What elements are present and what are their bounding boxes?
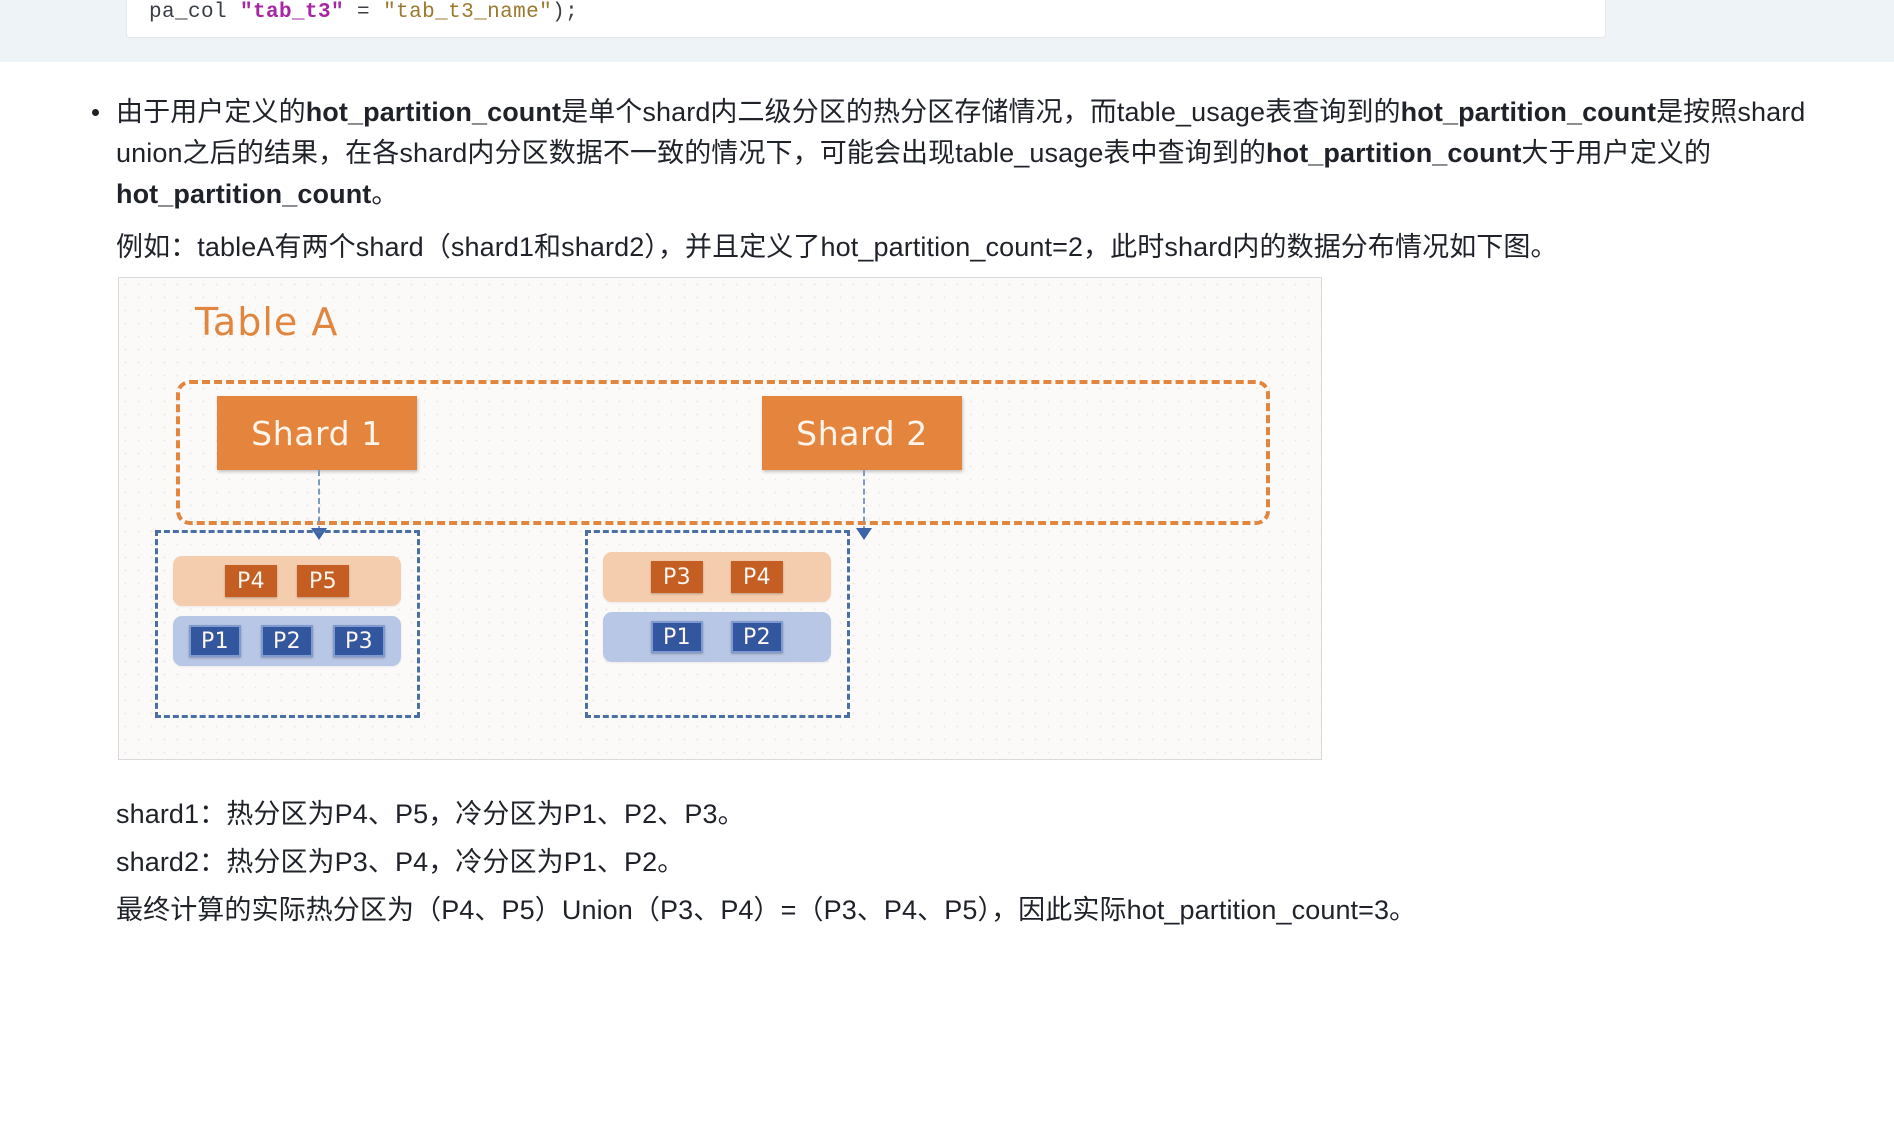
shard-2-hot-chips: P3 P4: [603, 561, 831, 593]
article-body: 由于用户定义的hot_partition_count是单个shard内二级分区的…: [0, 62, 1894, 1122]
paragraph-run: 。: [371, 179, 399, 209]
code-line: pa_col "tab_t3" = "tab_t3_name");: [149, 1, 578, 24]
partition-chip-p3: P3: [333, 625, 385, 657]
paragraph-run: 是单个shard内二级分区的热分区存储情况，而table_usage表查询到的: [561, 97, 1401, 127]
shard-2-hot-partition-band: P3 P4: [603, 552, 831, 602]
inline-code-term: hot_partition_count: [1400, 97, 1657, 127]
paragraph-run: 是按照shard union之后的结果，在各shard内分区数据不一致的情况下，…: [116, 97, 1806, 168]
example-paragraph-text: 例如：tableA有两个shard（shard1和shard2），并且定义了ho…: [116, 232, 1558, 262]
bullet-paragraph-block: 由于用户定义的hot_partition_count是单个shard内二级分区的…: [92, 92, 1872, 268]
bullet-dot-icon: [92, 109, 99, 116]
partition-chip-p5: P5: [297, 565, 349, 597]
code-block: pa_col "tab_t3" = "tab_t3_name");: [126, 0, 1606, 38]
shard-2-cold-partition-band: P1 P2: [603, 612, 831, 662]
inline-code-term: hot_partition_count: [116, 179, 372, 209]
partition-chip-p4: P4: [731, 561, 783, 593]
connector-line: [863, 470, 865, 532]
shard-2-box: Shard 2: [762, 396, 962, 470]
footer-line-shard1: shard1：热分区为P4、P5，冷分区为P1、P2、P3。: [116, 799, 745, 829]
partition-chip-p2: P2: [731, 621, 783, 653]
code-token-operator: =: [344, 1, 384, 24]
shard-2-partition-frame: [585, 530, 850, 718]
code-token-suffix: );: [552, 1, 579, 24]
shard-1-box: Shard 1: [217, 396, 417, 470]
footer-explanation: shard1：热分区为P4、P5，冷分区为P1、P2、P3。 shard2：热分…: [116, 790, 1856, 934]
shard-1-hot-chips: P4 P5: [173, 565, 401, 597]
footer-line-shard2: shard2：热分区为P3、P4，冷分区为P1、P2。: [116, 847, 685, 877]
partition-chip-p4: P4: [225, 565, 277, 597]
partition-chip-p2: P2: [261, 625, 313, 657]
shard-1-cold-chips: P1 P2 P3: [173, 625, 401, 657]
shard-2-label: Shard 2: [796, 413, 928, 453]
shard-1-partition-frame: [155, 530, 420, 718]
paragraph-run: 由于用户定义的: [116, 97, 306, 127]
connector-line: [318, 470, 320, 532]
code-token-string: "tab_t3_name": [383, 1, 553, 24]
partition-chip-p1: P1: [189, 625, 241, 657]
shard-2-cold-chips: P1 P2: [603, 621, 831, 653]
shard-1-cold-partition-band: P1 P2 P3: [173, 616, 401, 666]
code-token-keyword: "tab_t3": [240, 1, 345, 24]
paragraph-run: 大于用户定义的: [1521, 138, 1712, 168]
shard-1-label: Shard 1: [251, 413, 383, 453]
table-a-dashed-container: [176, 380, 1270, 525]
footer-line-result: 最终计算的实际热分区为（P4、P5）Union（P3、P4）=（P3、P4、P5…: [116, 895, 1417, 925]
code-block-region: pa_col "tab_t3" = "tab_t3_name");: [0, 0, 1894, 62]
inline-code-term: hot_partition_count: [305, 97, 562, 127]
code-token-prefix: pa_col: [149, 1, 241, 24]
shard-1-hot-partition-band: P4 P5: [173, 556, 401, 606]
architecture-diagram: Table A Shard 1 Shard 2 P4 P5 P1 P2 P3 P3 P4: [118, 277, 1322, 760]
partition-chip-p3: P3: [651, 561, 703, 593]
inline-code-term: hot_partition_count: [1266, 138, 1522, 168]
partition-chip-p1: P1: [651, 621, 703, 653]
diagram-table-title: Table A: [195, 300, 339, 344]
arrow-head-icon: [856, 528, 872, 540]
bullet-paragraph-text: 由于用户定义的hot_partition_count是单个shard内二级分区的…: [116, 92, 1872, 215]
